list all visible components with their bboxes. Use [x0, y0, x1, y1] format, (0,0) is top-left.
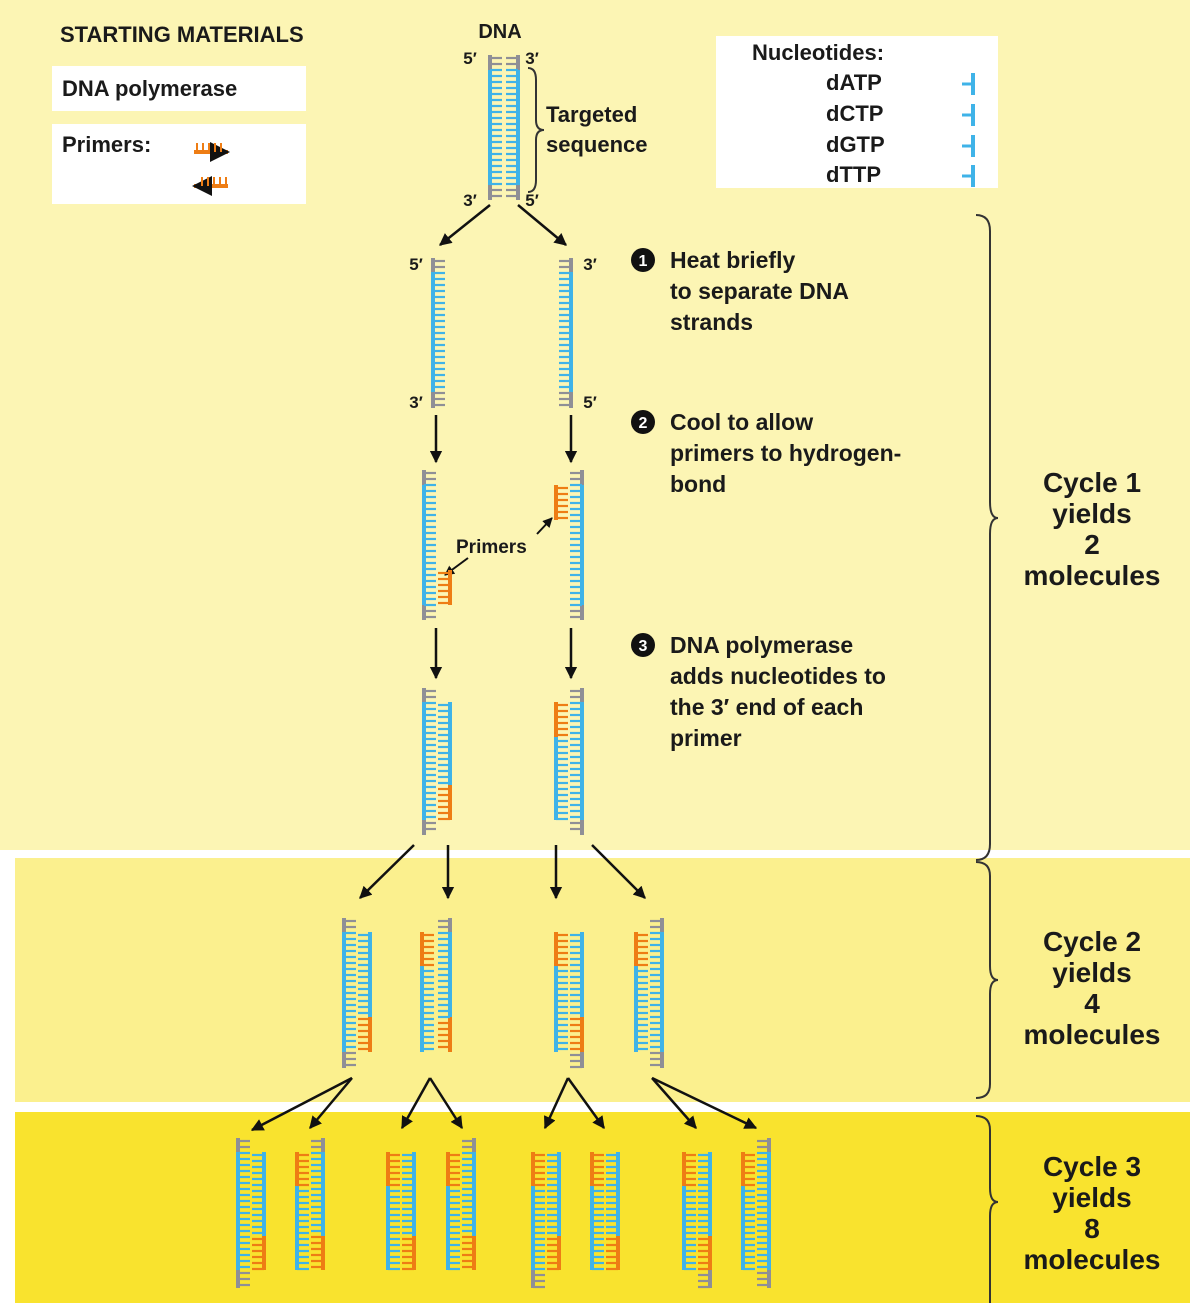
step-3-number: 3 — [639, 638, 648, 655]
cycle-1-line1: Cycle 1 — [1043, 467, 1141, 498]
step-1-line2: to separate DNA — [670, 278, 849, 304]
step-3-line2: adds nucleotides to — [670, 663, 886, 689]
nucleotide-dttp: dTTP — [826, 162, 881, 187]
starting-materials-heading: STARTING MATERIALS — [60, 22, 304, 47]
primers-callout: Primers — [456, 537, 527, 558]
cycle-1-line2: yields — [1052, 498, 1131, 529]
dna-bottom-left-end: 3′ — [463, 191, 477, 210]
step-3-line3: the 3′ end of each — [670, 694, 863, 720]
cycle-2-line3: 4 — [1084, 988, 1100, 1019]
cycle-2-line2: yields — [1052, 957, 1131, 988]
step-2-number: 2 — [639, 415, 648, 432]
cycle-2-line4: molecules — [1024, 1019, 1161, 1050]
cycle-2-band — [15, 858, 1190, 1102]
cycle-3-line2: yields — [1052, 1182, 1131, 1213]
dna-bottom-right-end: 5′ — [525, 191, 539, 210]
nucleotide-datp: dATP — [826, 70, 882, 95]
step-1-line1: Heat briefly — [670, 247, 795, 273]
cycle-2-line1: Cycle 2 — [1043, 926, 1141, 957]
dna-top-left-end: 5′ — [463, 49, 477, 68]
dna-label: DNA — [478, 21, 521, 43]
cycle-3-line3: 8 — [1084, 1213, 1100, 1244]
cycle-3-line4: molecules — [1024, 1244, 1161, 1275]
cycle-1-line4: molecules — [1024, 560, 1161, 591]
step-2-line2: primers to hydrogen- — [670, 440, 901, 466]
nucleotide-dctp: dCTP — [826, 101, 883, 126]
cycle-1-line3: 2 — [1084, 529, 1100, 560]
polymerase-label: DNA polymerase — [62, 76, 237, 101]
step-1-line3: strands — [670, 309, 753, 335]
step-1-number: 1 — [639, 253, 648, 270]
nucleotides-title: Nucleotides: — [752, 40, 884, 65]
step-3-line4: primer — [670, 725, 742, 751]
cycle-3-line1: Cycle 3 — [1043, 1151, 1141, 1182]
step-3-line1: DNA polymerase — [670, 632, 853, 658]
dna-top-right-end: 3′ — [525, 49, 539, 68]
targeted-line1: Targeted — [546, 102, 637, 127]
strand-left-top-end: 5′ — [409, 255, 423, 274]
targeted-line2: sequence — [546, 132, 648, 157]
strand-right-top-end: 3′ — [583, 255, 597, 274]
step-2-line3: bond — [670, 471, 726, 497]
strand-right-bottom-end: 5′ — [583, 393, 597, 412]
strand-left-bottom-end: 3′ — [409, 393, 423, 412]
step-2-line1: Cool to allow — [670, 409, 813, 435]
primers-label: Primers: — [62, 132, 151, 157]
nucleotide-dgtp: dGTP — [826, 132, 885, 157]
cycle-3-band — [15, 1112, 1190, 1303]
